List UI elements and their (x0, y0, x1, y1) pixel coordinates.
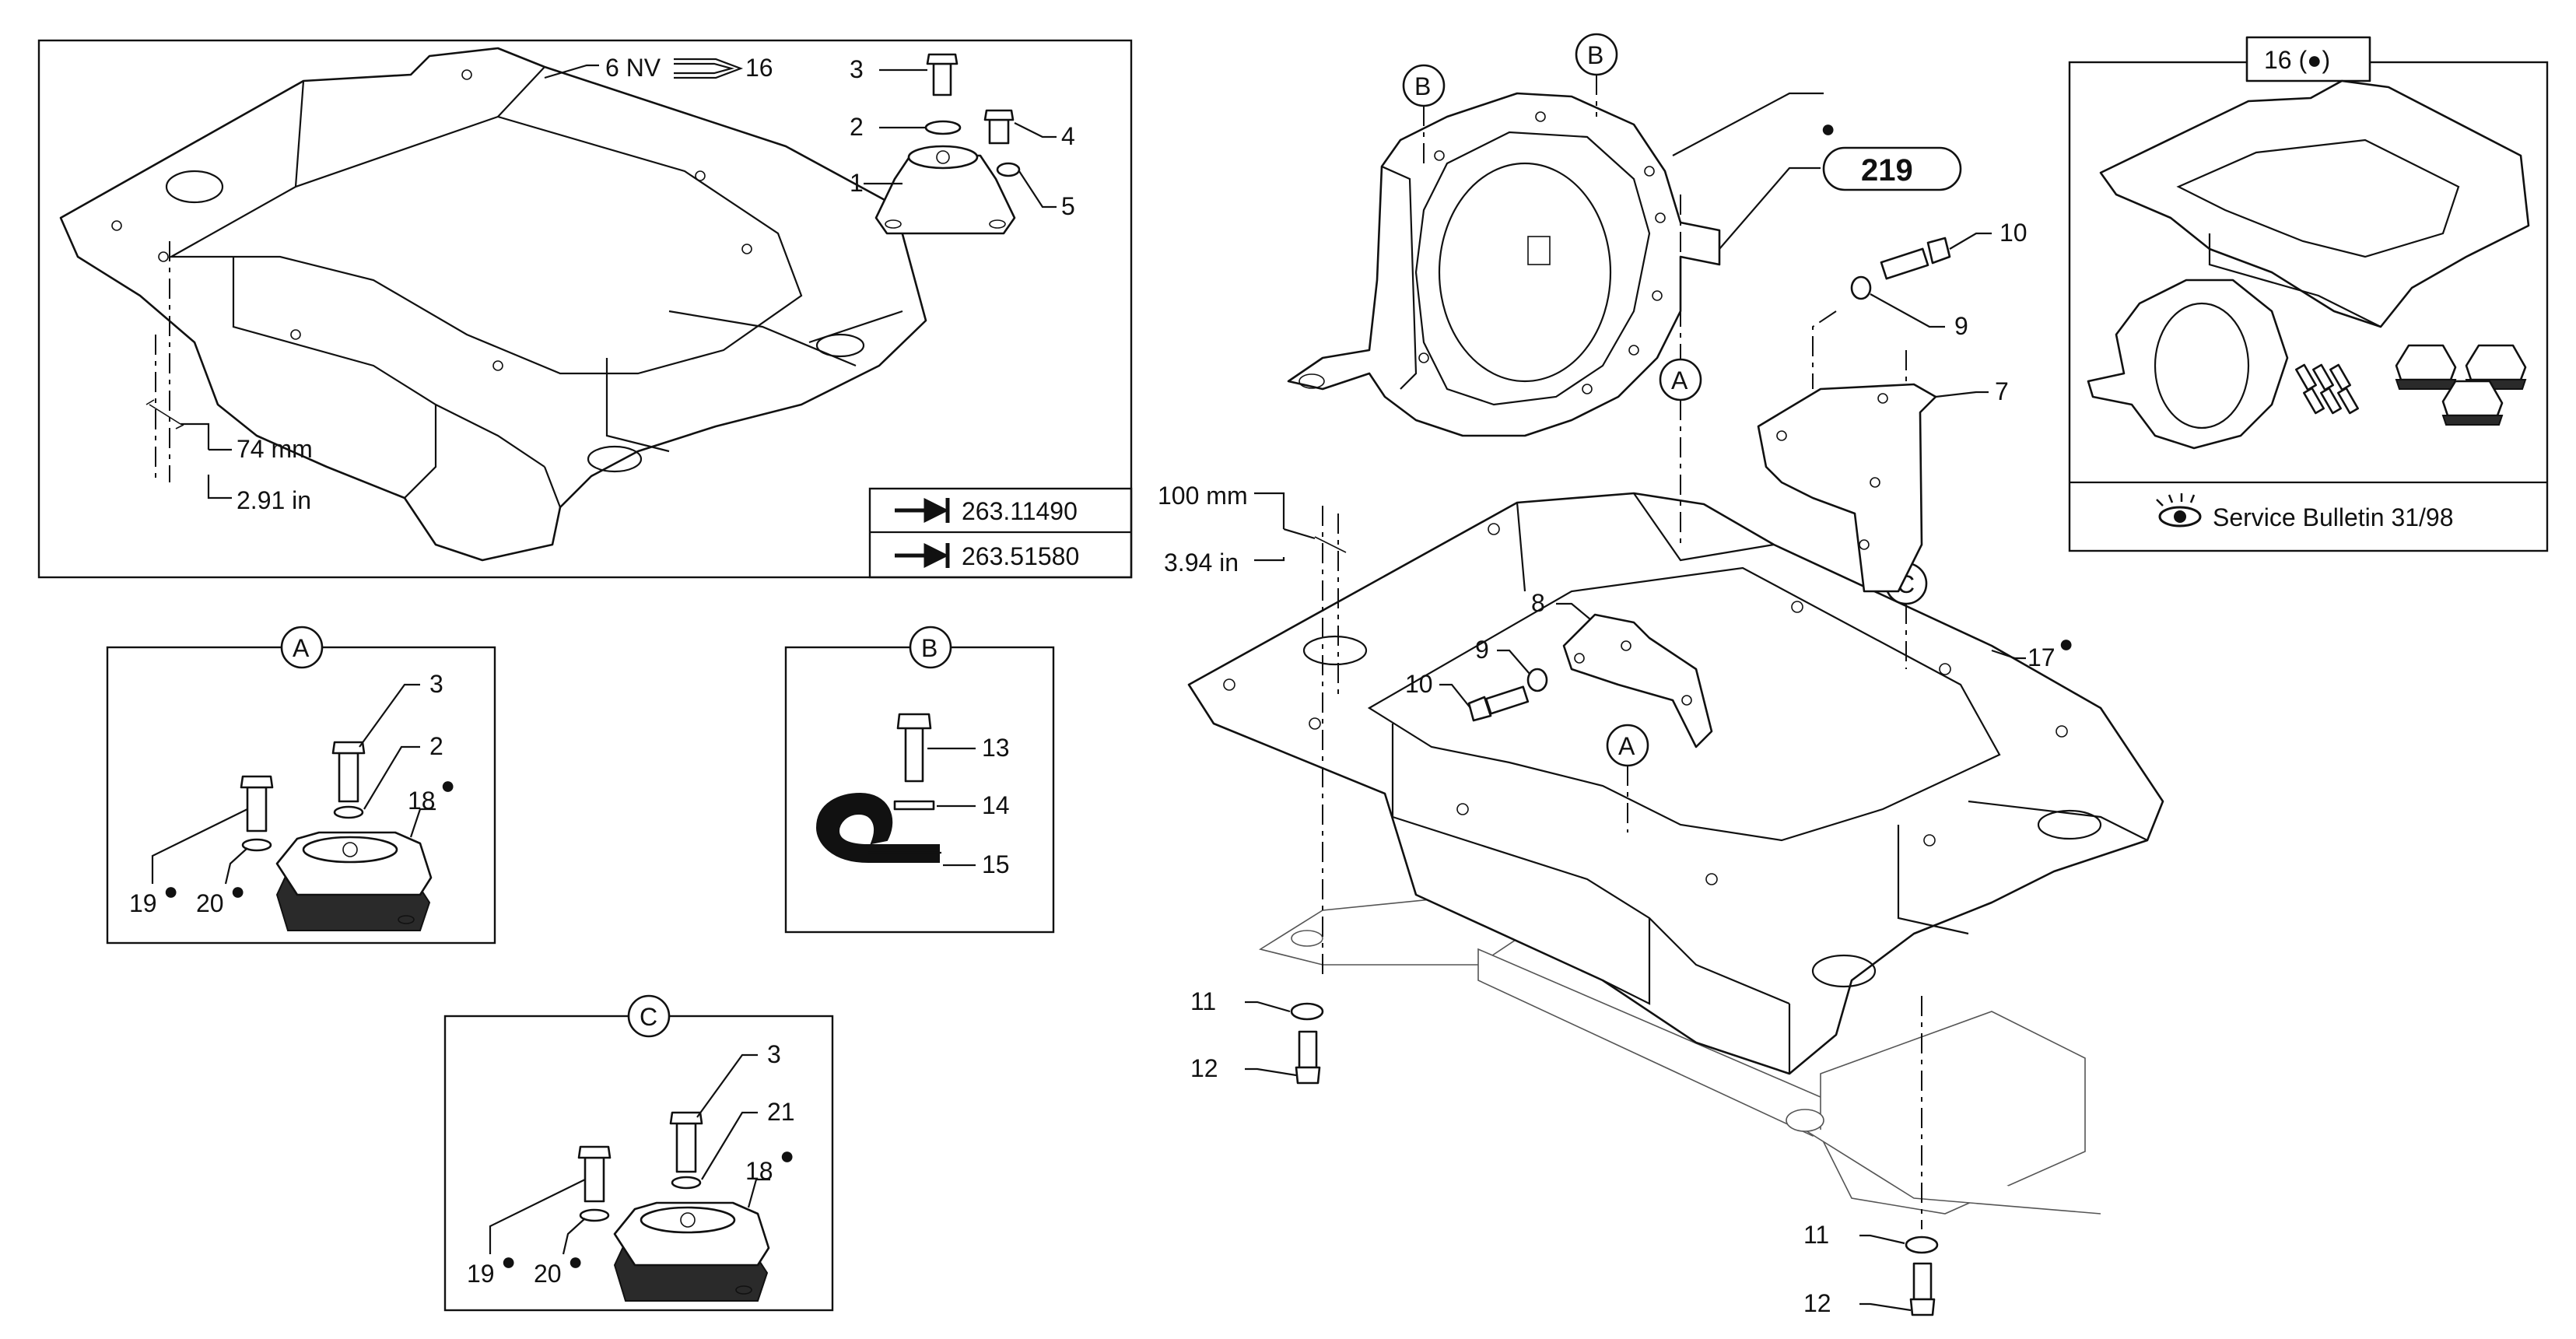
reference-box-219: 219 ● (1672, 92, 1962, 250)
dimension-label-in: 3.94 in (1164, 549, 1239, 577)
reference-row-2: 263.51580 (895, 542, 1079, 570)
dimension-74mm (145, 399, 232, 499)
callout-9: 9 (1475, 636, 1489, 664)
fastener-11-12-center (1290, 1002, 1324, 1085)
reference-box-219-label: 219 (1861, 153, 1913, 188)
reference-number-2: 263.51580 (962, 542, 1079, 570)
bullet: ● (568, 1247, 583, 1275)
reference-row-1: 263.11490 (895, 497, 1078, 525)
callout-21: 21 (767, 1098, 795, 1126)
bracket-7 (1757, 383, 1937, 593)
callout-7: 7 (1995, 377, 2009, 405)
detail-marker-b: B (1402, 64, 1446, 166)
detail-marker-a-letter: A (1618, 732, 1635, 760)
detail-b-letter: B (921, 634, 938, 662)
detail-a-letter: A (293, 634, 310, 662)
bullet: ● (230, 877, 245, 905)
detail-b: B (784, 626, 1055, 934)
arrow-to-bar-icon (895, 497, 950, 524)
dimension-label-in: 2.91 in (237, 486, 311, 514)
callout-3: 3 (850, 55, 864, 83)
mount-kit-old (874, 53, 1021, 235)
callout-10: 10 (1405, 670, 1433, 698)
callout-1: 1 (850, 169, 864, 197)
kit-title: 16 (●) (2264, 46, 2330, 74)
detail-c: C (443, 994, 834, 1312)
dimension-100mm (1254, 492, 1347, 980)
callout-19: 19 (129, 889, 157, 917)
dimension-label-mm: 74 mm (237, 435, 313, 463)
callout-2: 2 (429, 732, 443, 760)
frame-detail-main (37, 39, 1133, 579)
callout-20: 20 (196, 889, 224, 917)
flywheel-housing (1287, 92, 1721, 437)
callout-8: 8 (1531, 589, 1545, 617)
bolt-10-upper (1850, 237, 1951, 300)
chassis-frame-main (1187, 492, 2164, 1075)
callout-15: 15 (982, 850, 1010, 878)
callout-12: 12 (1190, 1054, 1218, 1082)
callout-14: 14 (982, 791, 1010, 819)
callout-17: 17 (2028, 643, 2056, 671)
bolt-10-lower (1467, 668, 1548, 722)
dimension-label-mm: 100 mm (1158, 482, 1248, 510)
callout-10: 10 (1999, 219, 2028, 247)
arrow-to-bar-icon (895, 542, 950, 569)
detail-a: A (106, 626, 496, 945)
callout-20: 20 (534, 1260, 562, 1288)
detail-c-letter: C (640, 1003, 657, 1031)
bullet: ● (440, 771, 455, 799)
callout-11: 11 (1190, 987, 1216, 1015)
bullet: ● (780, 1141, 794, 1169)
callout-16: 16 (745, 54, 773, 82)
axle-assembly-ghost (1258, 894, 2101, 1215)
detail-marker-b-letter: B (1414, 72, 1431, 100)
bullet: ● (1821, 114, 1835, 142)
bracket-8 (1562, 613, 1713, 748)
callout-6: 6 NV (605, 54, 661, 82)
service-bulletin-label: Service Bulletin 31/98 (2213, 503, 2454, 531)
detail-marker-a: A (1606, 724, 1649, 832)
callout-19: 19 (467, 1260, 495, 1288)
detail-marker-a: A (1659, 195, 1702, 545)
callout-4: 4 (1061, 122, 1075, 150)
bullet: ● (2059, 629, 2073, 657)
detail-marker-b-letter: B (1587, 41, 1603, 69)
chassis-frame-left (59, 47, 927, 562)
callout-13: 13 (982, 734, 1010, 762)
reference-number-1: 263.11490 (962, 497, 1078, 525)
callout-2: 2 (850, 113, 864, 141)
callout-12: 12 (1803, 1289, 1831, 1317)
callout-3: 3 (429, 670, 443, 698)
callout-11: 11 (1803, 1221, 1829, 1249)
callout-3: 3 (767, 1040, 781, 1068)
bullet: ● (163, 877, 178, 905)
eye-icon (2156, 493, 2202, 528)
detail-marker-a-letter: A (1671, 366, 1688, 394)
callout-9: 9 (1954, 312, 1968, 340)
fastener-11-12-bottom (1905, 996, 1939, 1316)
pipe-clamp-icon (815, 792, 940, 863)
callout-18: 18 (408, 787, 436, 815)
arrow-icon (674, 58, 744, 79)
bullet: ● (501, 1247, 516, 1275)
kit-panel: 16 (●) Service Bulletin 31 (2068, 36, 2549, 552)
callout-18: 18 (745, 1157, 773, 1185)
detail-marker-b: B (1575, 33, 1618, 117)
callout-5: 5 (1061, 192, 1075, 220)
